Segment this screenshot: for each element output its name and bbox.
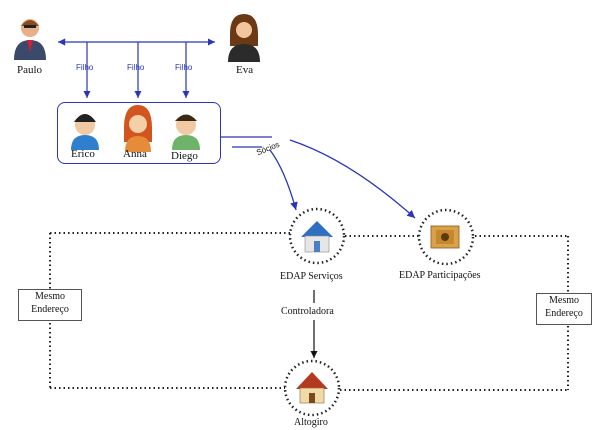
woman-avatar-icon — [228, 14, 260, 62]
man-avatar-icon — [14, 19, 46, 60]
services-node — [288, 207, 346, 265]
house-icon — [301, 221, 333, 253]
holdings-node — [417, 208, 475, 266]
subsidiary-node — [283, 359, 341, 417]
girl-avatar-icon — [124, 105, 152, 152]
house-icon — [296, 372, 328, 404]
children-group — [57, 102, 221, 164]
father-name: Paulo — [17, 64, 43, 76]
note-line: Endereço — [31, 304, 69, 315]
subsidiary-label: Altogiro — [294, 417, 328, 428]
child-name: Diego — [171, 150, 198, 162]
same-address-note-left: Mesmo Endereço — [18, 289, 82, 321]
boy-avatar-icon — [71, 114, 99, 150]
child-relation-label: Filho — [76, 63, 94, 72]
control-label: Controladora — [281, 306, 334, 317]
child-name: Erico — [71, 148, 95, 160]
child-name: Anna — [123, 148, 147, 160]
partner-lines — [220, 136, 416, 219]
services-label: EDAP Serviços — [280, 271, 343, 282]
child-arrows — [83, 42, 190, 98]
safe-box-icon — [430, 225, 460, 249]
child-relation-label: Filho — [175, 63, 193, 72]
note-line: Mesmo — [35, 291, 65, 302]
mother-name: Eva — [236, 64, 254, 76]
child-relation-label: Filho — [127, 63, 145, 72]
boy-avatar-icon — [172, 114, 200, 150]
note-line: Endereço — [545, 308, 583, 319]
holdings-label: EDAP Participações — [399, 270, 481, 281]
same-address-note-right: Mesmo Endereço — [536, 293, 592, 325]
note-line: Mesmo — [549, 295, 579, 306]
